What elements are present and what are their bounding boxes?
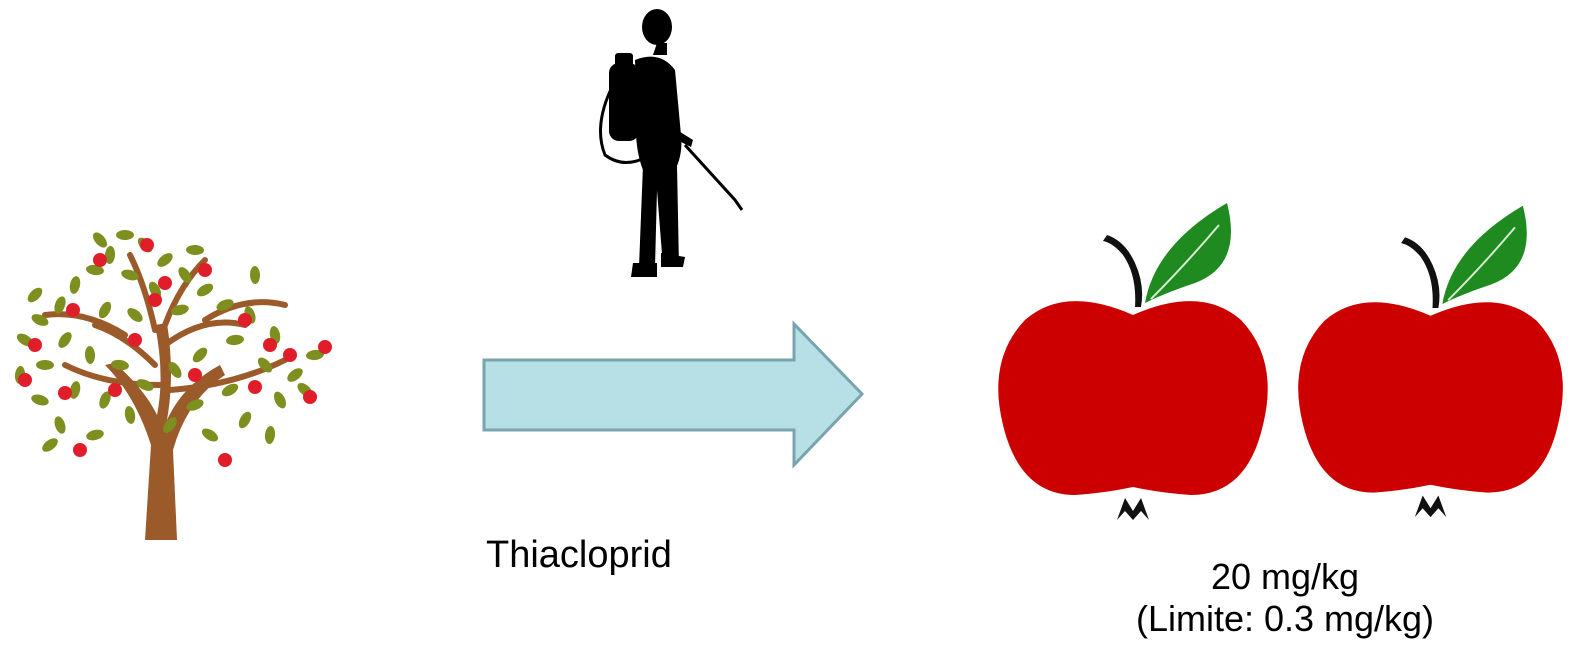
tree-leaf [178, 267, 192, 283]
tree-leaf [221, 383, 239, 397]
tree-apple [108, 383, 122, 397]
tree-apple [318, 340, 332, 354]
tree-leaf [104, 246, 116, 264]
tree-apple [140, 238, 154, 252]
apple-icon [1295, 195, 1570, 525]
tree-leaf [86, 264, 104, 276]
tree-leaf [186, 399, 204, 411]
tree-apple [283, 348, 297, 362]
tree-leaf [54, 416, 66, 434]
tree-leaf [27, 287, 43, 303]
tree-leaf [157, 253, 173, 267]
tree-apple [303, 390, 317, 404]
tree-leaf [216, 299, 234, 311]
tree-leaf [54, 296, 66, 314]
tree-leaf [226, 334, 244, 346]
residue-label: 20 mg/kg (Limite: 0.3 mg/kg) [1100, 556, 1470, 640]
residue-value: 20 mg/kg [1210, 556, 1360, 597]
tree-leaf [186, 244, 204, 256]
tree-apple [238, 313, 252, 327]
tree-leaf [136, 379, 154, 391]
chemical-name-label: Thiacloprid [486, 534, 672, 576]
tree-leaf [192, 347, 208, 363]
tree-apple [18, 373, 32, 387]
tree-leaf [238, 411, 252, 429]
tree-leaf [36, 359, 54, 371]
tree-leaf [84, 346, 96, 364]
tree-apple [263, 338, 277, 352]
tree-leaf [171, 304, 189, 316]
tree-leaf [287, 368, 303, 382]
tree-apple [218, 453, 232, 467]
tree-apple [93, 253, 107, 267]
tree-apple [128, 333, 142, 347]
tree-apple [198, 263, 212, 277]
tree-leaf [31, 394, 49, 406]
tree-leaf [163, 417, 177, 433]
tree-leaf [124, 406, 136, 424]
tree-leaf [98, 301, 112, 319]
tree-leaf [196, 283, 214, 297]
tree-leaf [92, 232, 108, 248]
person-spraying-icon [595, 5, 755, 285]
tree-apple [58, 386, 72, 400]
tree-apple [158, 276, 172, 290]
tree-leaf [99, 391, 111, 409]
residue-limit: (Limite: 0.3 mg/kg) [1135, 598, 1435, 639]
tree-leaf [31, 314, 49, 326]
tree-leaf [58, 332, 72, 348]
tree-leaf [168, 362, 182, 378]
tree-leaf [86, 429, 104, 441]
tree-leaf [306, 349, 324, 361]
right-arrow [480, 320, 870, 470]
tree-leaf [249, 266, 261, 284]
tree-leaf [264, 426, 276, 444]
tree-leaf [201, 428, 219, 442]
tree-leaf [69, 276, 81, 294]
tree-leaf [111, 359, 129, 371]
tree-apple [148, 293, 162, 307]
apple-tree-icon [5, 215, 345, 545]
tree-leaf [69, 381, 81, 399]
tree-leaf [42, 438, 58, 452]
tree-apple [188, 368, 202, 382]
tree-apple [248, 380, 262, 394]
tree-leaf [274, 391, 286, 409]
tree-leaf [116, 230, 134, 240]
tree-leaf [127, 308, 143, 322]
apple-icon [995, 195, 1275, 525]
tree-apple [73, 443, 87, 457]
tree-apple [28, 338, 42, 352]
tree-leaf [121, 269, 139, 281]
tree-leaf [257, 357, 273, 373]
tree-apple [66, 303, 80, 317]
